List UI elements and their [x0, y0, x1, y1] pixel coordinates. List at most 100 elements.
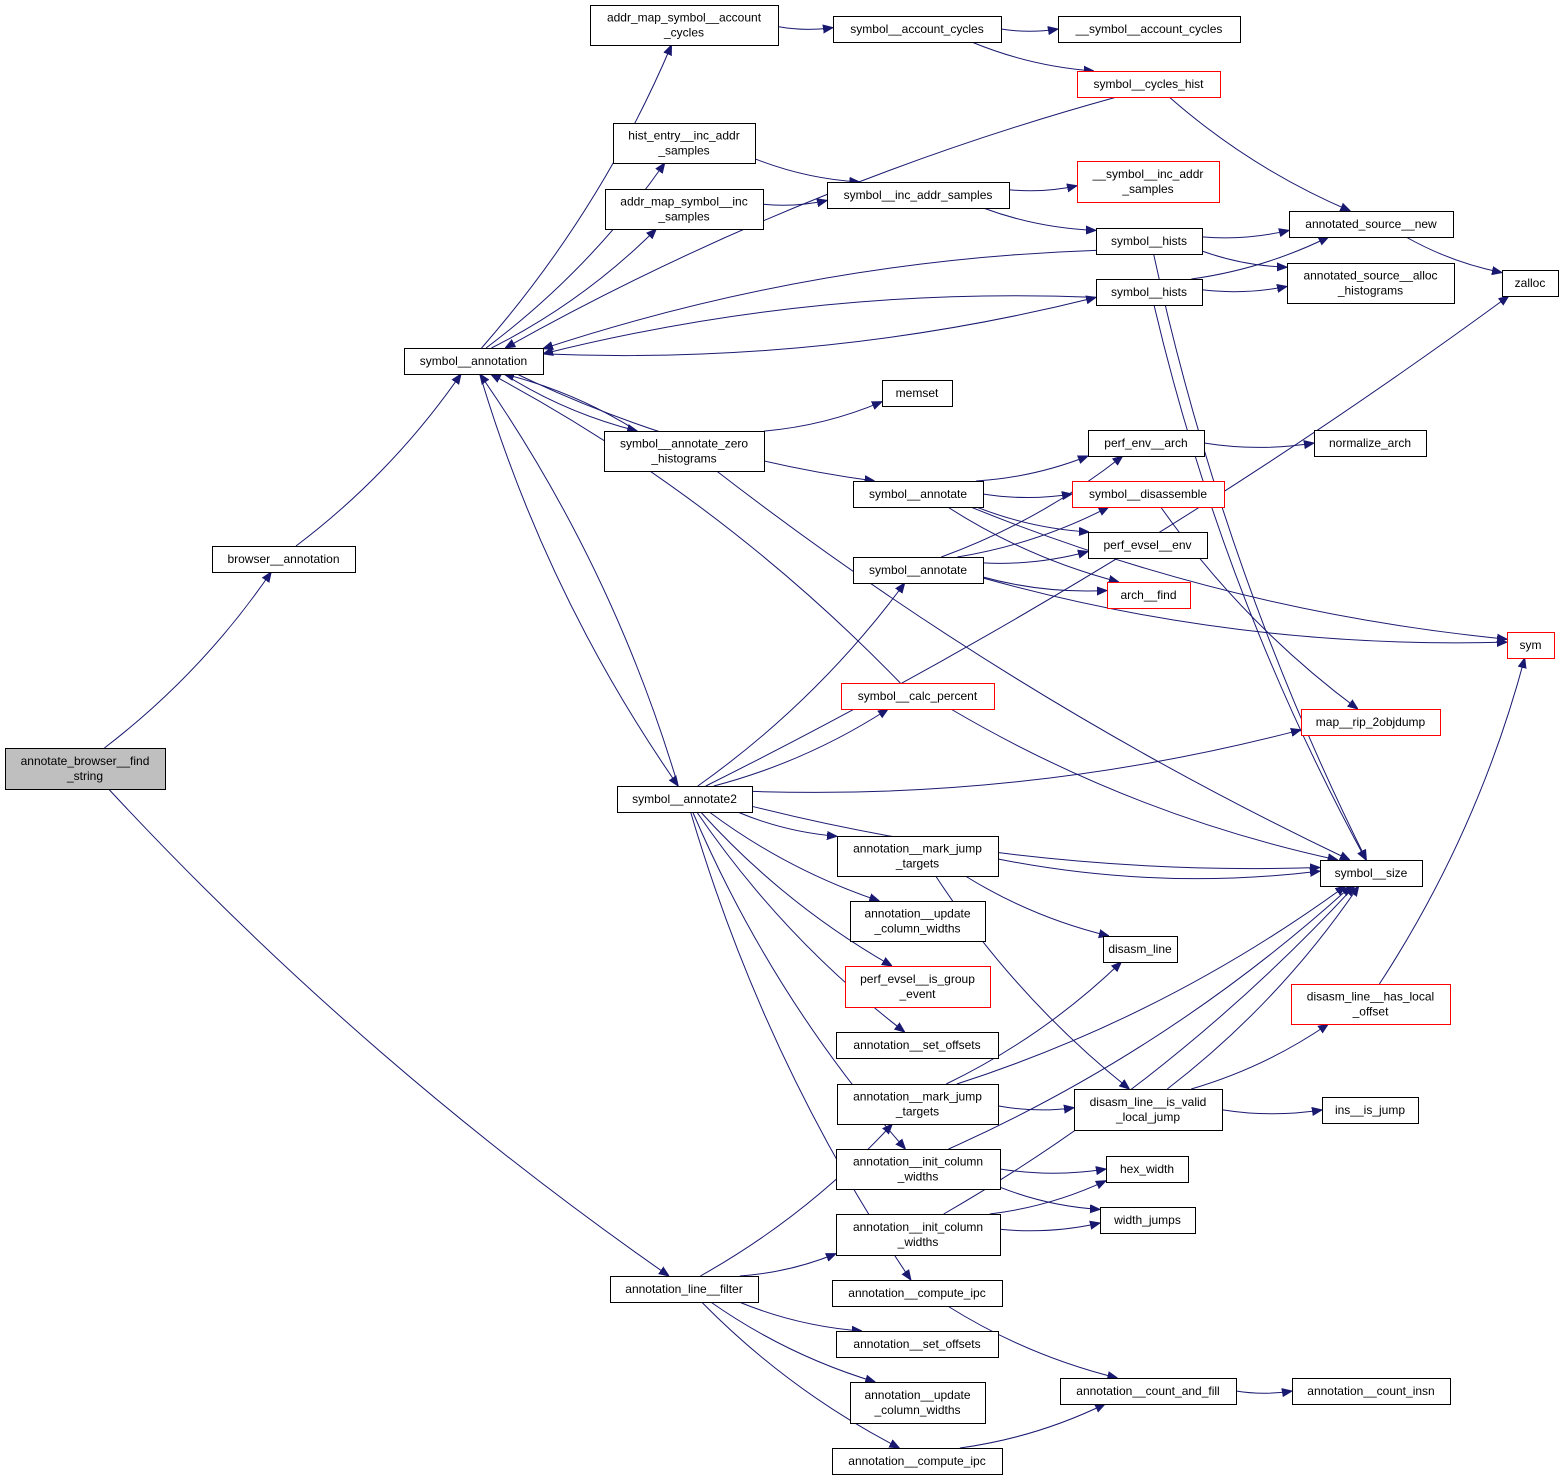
- nodes-layer: annotate_browser__find_string browser__an…: [5, 5, 1559, 1475]
- node-label: _samples: [657, 144, 709, 158]
- graph-node[interactable]: symbol__cycles_hist: [1077, 71, 1221, 98]
- call-edge: [982, 577, 1507, 643]
- graph-node[interactable]: symbol__annotate: [853, 481, 984, 508]
- graph-node[interactable]: annotation__compute_ipc: [832, 1448, 1003, 1475]
- call-edge: [1378, 658, 1524, 985]
- graph-node[interactable]: symbol__annotate: [853, 557, 984, 584]
- graph-node[interactable]: addr_map_symbol__account_cycles: [590, 5, 779, 46]
- call-edge: [948, 886, 1352, 1150]
- graph-node[interactable]: annotated_source__alloc_histograms: [1287, 263, 1455, 304]
- graph-node[interactable]: annotation_line__filter: [610, 1276, 759, 1303]
- node-box: [836, 1331, 999, 1358]
- call-edge: [762, 200, 827, 205]
- call-edge: [1201, 250, 1287, 267]
- graph-node[interactable]: annotation__set_offsets: [836, 1331, 999, 1358]
- graph-node[interactable]: symbol__annotate2: [617, 786, 753, 813]
- graph-node[interactable]: __symbol__account_cycles: [1058, 16, 1241, 43]
- call-edge: [1203, 443, 1314, 447]
- graph-node[interactable]: symbol__disassemble: [1072, 481, 1225, 508]
- call-edge: [700, 1124, 892, 1277]
- graph-node[interactable]: normalize_arch: [1314, 430, 1427, 457]
- node-label: _histograms: [650, 452, 716, 466]
- node-label: symbol__annotate2: [632, 792, 737, 806]
- call-edge: [701, 1301, 900, 1448]
- call-edge: [697, 583, 905, 787]
- node-box: [1072, 481, 1225, 508]
- node-box: [605, 189, 764, 230]
- node-box: [882, 380, 953, 407]
- node-label: symbol__disassemble: [1089, 487, 1207, 501]
- call-edge: [999, 1186, 1100, 1209]
- graph-node[interactable]: annotation__update_column_widths: [850, 1382, 986, 1424]
- graph-node[interactable]: zalloc: [1502, 270, 1559, 297]
- graph-node[interactable]: symbol__inc_addr_samples: [827, 182, 1010, 209]
- graph-node[interactable]: annotation__set_offsets: [836, 1032, 999, 1059]
- call-edge: [491, 229, 657, 349]
- graph-node[interactable]: annotation__mark_jump_targets: [837, 1084, 999, 1125]
- graph-node[interactable]: arch__find: [1107, 582, 1191, 609]
- graph-node[interactable]: symbol__size: [1320, 860, 1423, 887]
- node-label: hex_width: [1120, 1162, 1174, 1176]
- node-box: [1292, 1378, 1451, 1405]
- node-label: annotation__mark_jump: [853, 1090, 982, 1104]
- node-box: [1301, 709, 1441, 736]
- graph-node[interactable]: __symbol__inc_addr_samples: [1077, 161, 1220, 203]
- call-edge: [543, 249, 1097, 348]
- graph-node[interactable]: annotation__count_and_fill: [1060, 1378, 1237, 1405]
- graph-node[interactable]: sym: [1507, 632, 1555, 659]
- graph-node[interactable]: hex_width: [1106, 1156, 1189, 1183]
- node-label: symbol__inc_addr_samples: [844, 188, 993, 202]
- graph-node[interactable]: symbol__hists: [1096, 228, 1203, 255]
- graph-node[interactable]: annotate_browser__find_string: [5, 748, 166, 790]
- graph-node[interactable]: annotation__init_column_widths: [836, 1149, 1001, 1190]
- call-edge: [751, 730, 1301, 793]
- graph-node[interactable]: memset: [882, 380, 953, 407]
- node-label: _string: [66, 769, 103, 783]
- call-edge: [481, 45, 672, 349]
- graph-node[interactable]: addr_map_symbol__inc_samples: [605, 189, 764, 230]
- call-edge: [989, 1181, 1106, 1215]
- node-label: hist_entry__inc_addr: [628, 129, 739, 143]
- graph-node[interactable]: disasm_line: [1103, 936, 1178, 963]
- node-box: [1287, 263, 1455, 304]
- graph-node[interactable]: perf_env__arch: [1088, 430, 1205, 457]
- node-box: [1096, 228, 1203, 255]
- graph-node[interactable]: annotation__count_insn: [1292, 1378, 1451, 1405]
- call-edge: [957, 507, 1108, 558]
- call-edge: [1235, 1391, 1292, 1393]
- node-box: [1502, 270, 1559, 297]
- node-label: _samples: [657, 210, 709, 224]
- graph-node[interactable]: browser__annotation: [212, 546, 356, 573]
- graph-node[interactable]: symbol__calc_percent: [841, 683, 995, 710]
- graph-node[interactable]: hist_entry__inc_addr_samples: [613, 123, 756, 164]
- graph-node[interactable]: map__rip_2objdump: [1301, 709, 1441, 736]
- graph-node[interactable]: width_jumps: [1100, 1207, 1196, 1234]
- graph-node[interactable]: disasm_line__is_valid_local_jump: [1074, 1089, 1223, 1131]
- node-label: annotation__mark_jump: [853, 842, 982, 856]
- node-label: _widths: [897, 1235, 939, 1249]
- graph-node[interactable]: annotation__update_column_widths: [850, 901, 986, 942]
- call-edge: [947, 506, 1119, 582]
- graph-node[interactable]: annotation__init_column_widths: [836, 1214, 1001, 1256]
- node-label: arch__find: [1120, 588, 1176, 602]
- node-box: [1077, 161, 1220, 203]
- node-box: [1074, 1089, 1223, 1131]
- graph-node[interactable]: annotated_source__new: [1289, 211, 1454, 238]
- graph-node[interactable]: disasm_line__has_local_offset: [1291, 984, 1451, 1025]
- graph-node[interactable]: perf_evsel__is_group_event: [845, 966, 991, 1008]
- graph-node[interactable]: perf_evsel__env: [1088, 532, 1208, 559]
- node-box: [853, 557, 984, 584]
- graph-node[interactable]: symbol__annotation: [404, 348, 544, 375]
- node-label: annotation__init_column: [853, 1155, 983, 1169]
- call-edge: [543, 295, 1097, 354]
- graph-node[interactable]: symbol__annotate_zero_histograms: [604, 431, 765, 472]
- graph-node[interactable]: annotation__compute_ipc: [832, 1280, 1003, 1307]
- call-edge: [491, 374, 901, 684]
- call-edge: [982, 552, 1088, 564]
- graph-node[interactable]: annotation__mark_jump_targets: [837, 836, 999, 877]
- node-box: [837, 836, 999, 877]
- graph-node[interactable]: symbol__account_cycles: [833, 16, 1002, 43]
- graph-node[interactable]: symbol__hists: [1096, 279, 1203, 306]
- graph-node[interactable]: ins__is_jump: [1322, 1097, 1419, 1124]
